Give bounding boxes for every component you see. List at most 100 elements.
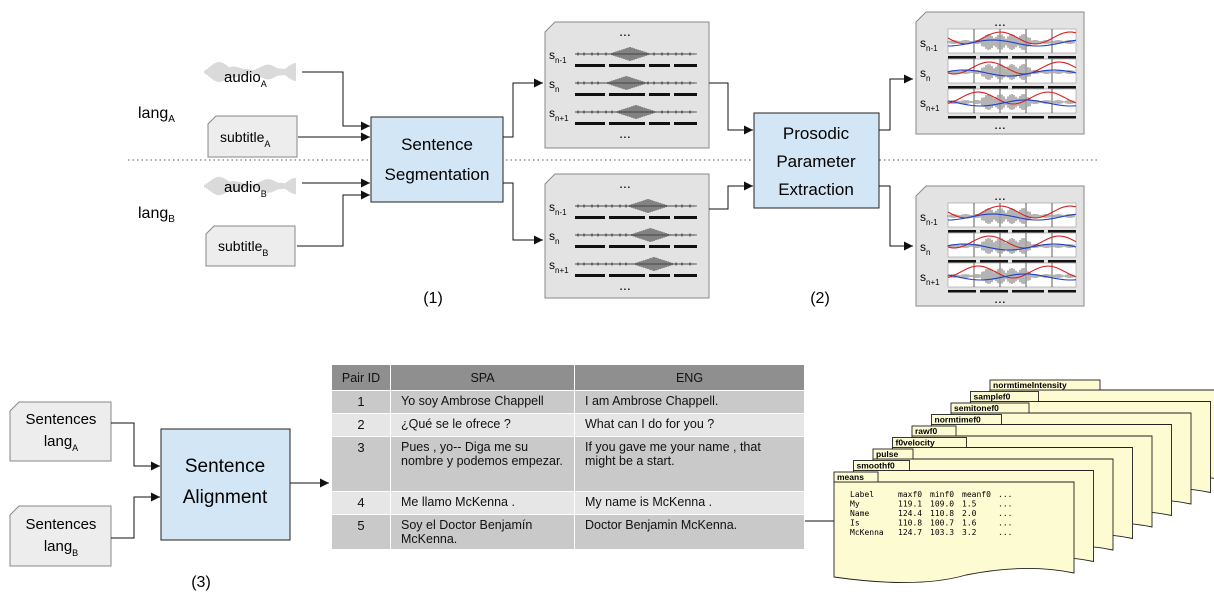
audio-b-label: audioB bbox=[224, 179, 267, 199]
file-data-cell: 100.7 bbox=[930, 519, 954, 528]
segment-bars bbox=[575, 64, 697, 67]
col-eng: ENG bbox=[574, 364, 805, 391]
sentences-a-line-2: langA bbox=[44, 433, 78, 453]
segment-bars bbox=[575, 274, 697, 277]
intensity-contour bbox=[947, 99, 1077, 107]
file-data-cell: 3.2 bbox=[962, 528, 977, 537]
pitch-plot bbox=[947, 202, 1077, 233]
file-data-cell: 103.3 bbox=[930, 528, 954, 537]
lang-b-label: langB bbox=[138, 205, 175, 225]
sentence-label: sn-1 bbox=[920, 210, 938, 227]
table-row: 1 Yo soy Ambrose Chappell I am Ambrose C… bbox=[331, 390, 805, 414]
file-header-cell: ... bbox=[998, 490, 1012, 499]
pair-id-cell: 3 bbox=[331, 436, 391, 492]
pitch-plot bbox=[947, 28, 1077, 59]
intensity-contour bbox=[947, 39, 1077, 47]
sentence-label: sn+1 bbox=[920, 96, 940, 113]
audio-b-waveform bbox=[204, 176, 296, 196]
subtitle-a-doc: subtitleA bbox=[207, 115, 298, 158]
alignment-line-2: Alignment bbox=[183, 487, 268, 508]
audio-a-waveform bbox=[204, 61, 296, 83]
sentences-b-doc: Sentences langB bbox=[9, 505, 112, 567]
spa-cell: Soy el Doctor Benjamín McKenna. bbox=[390, 514, 575, 550]
segment-bars bbox=[575, 93, 697, 96]
sentence-waveform bbox=[575, 76, 697, 90]
file-header-cell: Label bbox=[850, 490, 874, 499]
sentences-b-line-2: langB bbox=[44, 538, 78, 558]
sentence-label: sn bbox=[920, 240, 930, 257]
audio-a-label: audioA bbox=[224, 69, 267, 89]
eng-cell: I am Ambrose Chappell. bbox=[574, 390, 805, 414]
sentence-label: sn-1 bbox=[549, 200, 567, 217]
sentence-waveform bbox=[575, 47, 697, 61]
sentence-label: sn bbox=[549, 229, 559, 246]
file-tab-label: samplef0 bbox=[974, 392, 1011, 402]
pitch-plot bbox=[947, 58, 1077, 89]
eng-cell: If you gave me your name , that might be… bbox=[574, 436, 805, 492]
intensity-contour bbox=[947, 213, 1077, 221]
intensity-contour bbox=[947, 273, 1077, 281]
lang-a-label: langA bbox=[138, 105, 175, 125]
col-spa: SPA bbox=[390, 364, 575, 391]
sentence-label: sn-1 bbox=[920, 36, 938, 53]
file-data-cell: ... bbox=[998, 509, 1012, 518]
segment-bars bbox=[575, 216, 697, 219]
file-data-cell: ... bbox=[998, 528, 1012, 537]
alignment-line-1: Sentence bbox=[185, 456, 265, 477]
step-2-number: (2) bbox=[810, 290, 830, 307]
pair-id-cell: 5 bbox=[331, 514, 391, 550]
prosody-files-stack: normtimeIntensitysamplef0semitonef0normt… bbox=[833, 379, 1214, 583]
ellipsis-top: ... bbox=[619, 23, 631, 39]
file-data-cell: 124.7 bbox=[898, 528, 922, 537]
step-1-number: (1) bbox=[423, 290, 443, 307]
table-row: 5 Soy el Doctor Benjamín McKenna. Doctor… bbox=[331, 514, 805, 550]
file-tab-label: normtimeIntensity bbox=[993, 380, 1067, 390]
file-header-cell: minf0 bbox=[930, 490, 954, 499]
sentence-alignment-box: Sentence Alignment bbox=[160, 428, 291, 541]
spa-cell: ¿Qué se le ofrece ? bbox=[390, 413, 575, 437]
prosodic-input-connectors bbox=[709, 82, 753, 210]
input-connectors bbox=[297, 71, 370, 247]
file-data-cell: Name bbox=[850, 509, 869, 518]
sentence-label: sn+1 bbox=[920, 270, 940, 287]
pitch-plot bbox=[947, 88, 1077, 119]
aligned-pairs-table: Pair ID SPA ENG 1 Yo soy Ambrose Chappel… bbox=[331, 364, 805, 550]
sentence-waveform bbox=[575, 199, 697, 213]
step-3-number: (3) bbox=[191, 574, 211, 591]
subtitle-b-label: subtitleB bbox=[218, 238, 268, 258]
table-row: 4 Me llamo McKenna . My name is McKenna … bbox=[331, 491, 805, 515]
sentence-label: sn+1 bbox=[549, 106, 569, 123]
pitch-plot bbox=[947, 262, 1077, 293]
spa-cell: Me llamo McKenna . bbox=[390, 491, 575, 515]
pitch-contour bbox=[947, 265, 1077, 279]
file-data-cell: My bbox=[850, 500, 860, 509]
prosodic-line-1: Prosodic bbox=[783, 124, 850, 143]
sentence-waveform bbox=[575, 105, 697, 119]
pair-id-cell: 1 bbox=[331, 390, 391, 414]
file-tab-label: pulse bbox=[876, 449, 898, 459]
eng-cell: What can I do for you ? bbox=[574, 413, 805, 437]
ellipsis-top: ... bbox=[619, 175, 631, 191]
pair-id-cell: 2 bbox=[331, 413, 391, 437]
table-row: 2 ¿Qué se le ofrece ? What can I do for … bbox=[331, 413, 805, 437]
file-data-cell: Is bbox=[850, 519, 860, 528]
ellipsis-bottom: ... bbox=[994, 290, 1006, 306]
eng-cell: Doctor Benjamin McKenna. bbox=[574, 514, 805, 550]
file-header-cell: maxf0 bbox=[898, 490, 922, 499]
file-data-cell: ... bbox=[998, 500, 1012, 509]
intensity-contour bbox=[947, 69, 1077, 77]
sentence-segmentation-box: Sentence Segmentation bbox=[370, 116, 504, 203]
prosodic-line-3: Extraction bbox=[778, 180, 854, 199]
sentence-label: sn-1 bbox=[549, 48, 567, 65]
file-data-cell: 119.1 bbox=[898, 500, 922, 509]
subtitle-b-doc: subtitleB bbox=[205, 225, 296, 267]
sentence-label: sn+1 bbox=[549, 258, 569, 275]
file-data-cell: 2.0 bbox=[962, 509, 977, 518]
subtitle-a-label: subtitleA bbox=[220, 129, 270, 149]
segmentation-line-2: Segmentation bbox=[385, 165, 490, 184]
